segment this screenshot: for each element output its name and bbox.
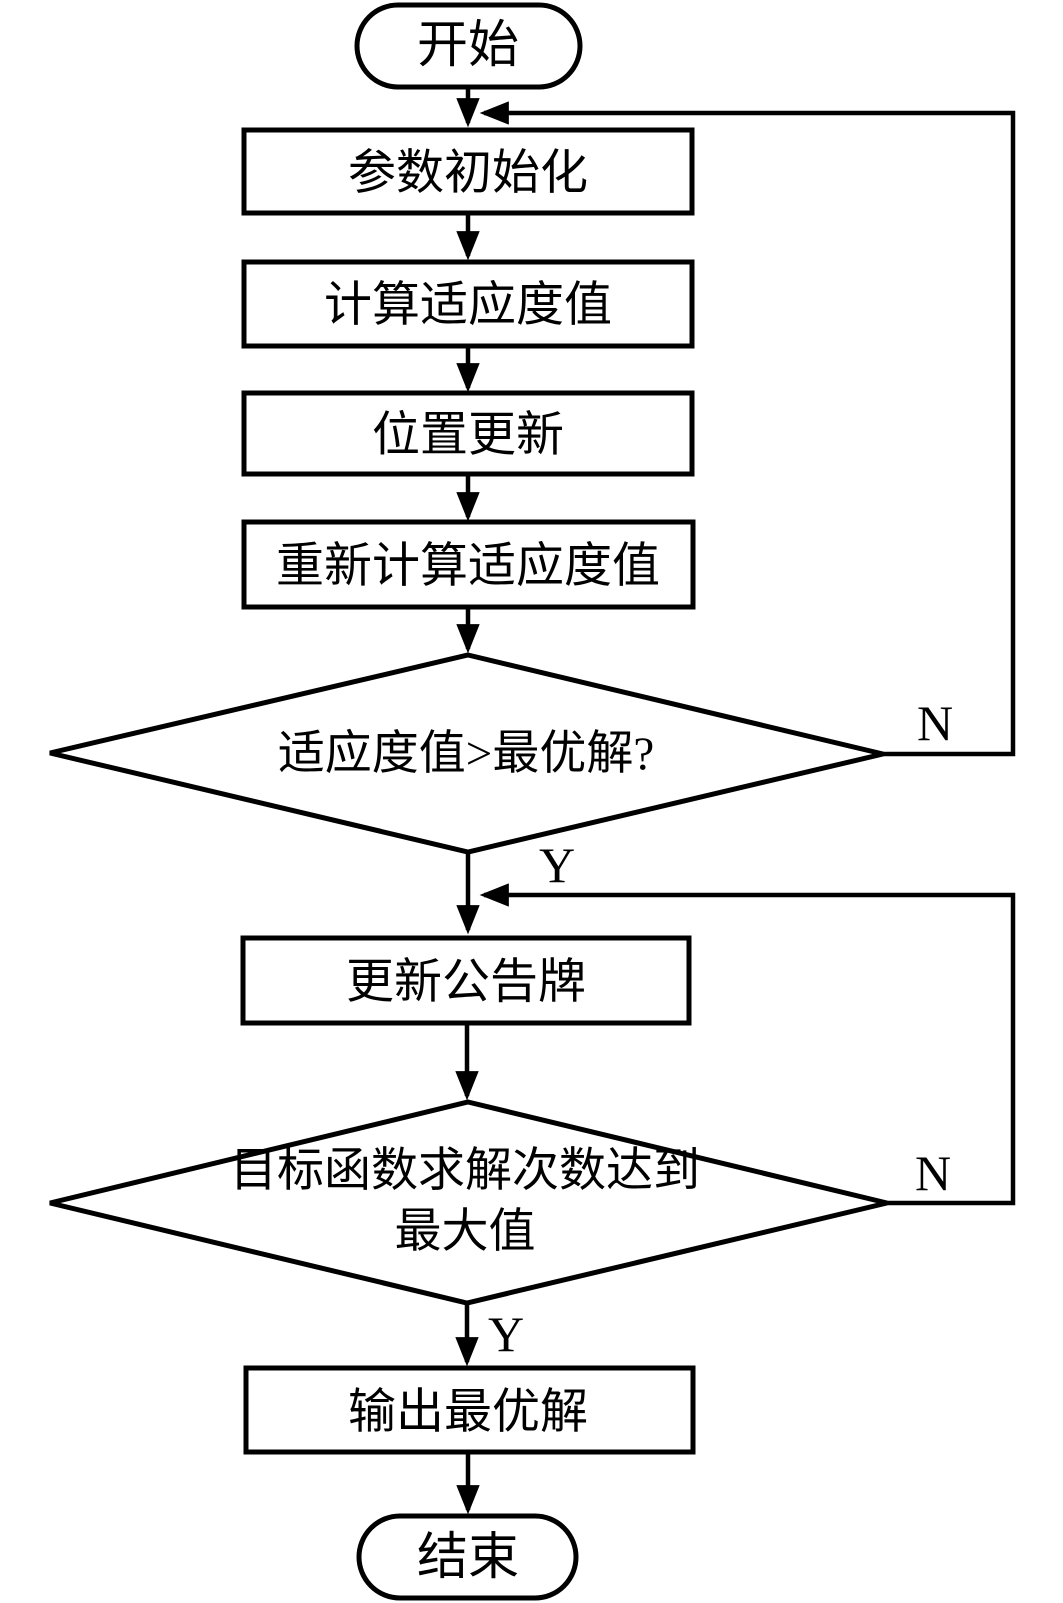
decision-fitness-diamond [49,652,884,855]
start-label: 开始 [417,18,519,74]
edge-fitness-no-loop [479,101,1016,757]
update-board-label: 更新公告牌 [346,956,586,1009]
fitness-no-label: N [917,695,953,751]
output-best-process-box [243,1365,696,1455]
end-terminator [356,1513,579,1601]
start-terminator [354,2,583,90]
fitness-yes-label: Y [539,837,575,893]
update-position-process-box [241,390,695,477]
decision-max-label-line1: 目标函数求解次数达到 [230,1145,700,1197]
decision-fitness-label: 适应度值>最优解? [278,728,654,780]
output-best-label: 输出最优解 [348,1386,588,1439]
nodes [49,2,888,1601]
decision-max-label-line2: 最大值 [395,1206,536,1258]
update-position-label: 位置更新 [372,409,564,462]
decision-max-diamond [49,1099,888,1306]
edge-max-no-loop [479,883,1016,1206]
end-label: 结束 [417,1530,519,1586]
edges [455,87,1016,1515]
init-label: 参数初始化 [348,147,588,200]
calc-fitness-process-box [241,259,695,349]
init-process-box [241,127,695,216]
update-board-process-box [240,935,692,1026]
max-yes-label: Y [488,1306,524,1362]
calc-fitness-label: 计算适应度值 [324,279,612,332]
recalc-fitness-process-box [241,519,696,610]
recalc-fitness-label: 重新计算适应度值 [276,540,660,593]
branch-labels: N Y N Y [488,695,953,1362]
max-no-label: N [915,1145,951,1201]
node-labels: 开始 参数初始化 计算适应度值 位置更新 重新计算适应度值 适应度值>最优解? … [230,18,700,1586]
